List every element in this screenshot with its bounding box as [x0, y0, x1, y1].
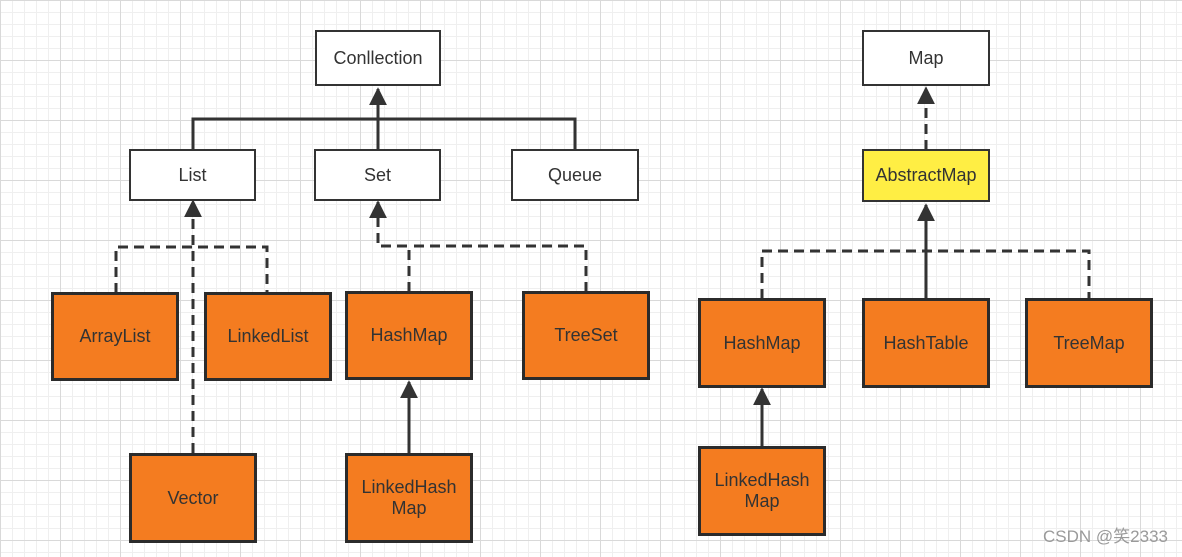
abstractmap-node: AbstractMap — [862, 149, 990, 202]
hashmap-set-node: HashMap — [345, 291, 473, 380]
linkedhashmap-node: LinkedHash Map — [698, 446, 826, 536]
treemap-node: TreeMap — [1025, 298, 1153, 388]
arraylist-node: ArrayList — [51, 292, 179, 381]
collection-links — [191, 87, 577, 150]
treeset-to-set-connector — [409, 244, 588, 292]
set-node: Set — [314, 149, 441, 201]
linkedhashmap-set-node: LinkedHash Map — [345, 453, 473, 543]
list-impl-links — [114, 199, 269, 453]
set-impl-links — [369, 200, 588, 292]
collection-node: Conllection — [315, 30, 441, 86]
vector-node: Vector — [129, 453, 257, 543]
watermark: CSDN @笑2333 — [1043, 527, 1168, 546]
arraylist-to-list-connector — [114, 245, 269, 293]
linkedlist-node: LinkedList — [204, 292, 332, 381]
hashmap-node: HashMap — [698, 298, 826, 388]
hashmap-to-set-connector — [369, 200, 411, 292]
queue-to-collection-connector — [378, 117, 577, 150]
queue-node: Queue — [511, 149, 639, 201]
map-node: Map — [862, 30, 990, 86]
list-node: List — [129, 149, 256, 201]
list-to-collection-connector — [191, 117, 378, 150]
hashtable-node: HashTable — [862, 298, 990, 388]
treeset-node: TreeSet — [522, 291, 650, 380]
